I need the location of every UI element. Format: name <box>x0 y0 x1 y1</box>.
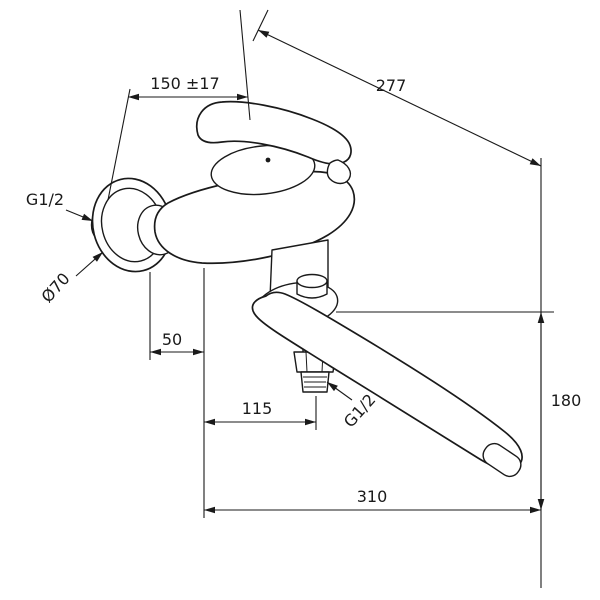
dim-label-spout-reach: 310 <box>357 487 388 506</box>
label-flange-diameter: Ø70 <box>38 269 74 306</box>
dim-label-depth: 277 <box>376 76 407 95</box>
dim-label-offset-small: 50 <box>162 330 182 349</box>
callout-thread-wall: G1/2 <box>26 190 94 222</box>
label-thread-outlet: G1/2 <box>340 390 380 431</box>
diverter-knob <box>296 273 328 299</box>
dimension-height: 180 <box>336 311 582 510</box>
dimension-spout-reach: 310 <box>203 268 541 518</box>
indicator-dot <box>265 157 271 163</box>
dimension-offset-large: 115 <box>204 396 317 430</box>
dimension-depth: 277 <box>252 9 542 167</box>
dim-label-height: 180 <box>551 391 582 410</box>
dim-label-offset-large: 115 <box>242 399 273 418</box>
callout-flange-diameter: Ø70 <box>38 251 104 306</box>
label-thread-wall: G1/2 <box>26 190 64 209</box>
dimension-offset-small: 50 <box>149 272 204 360</box>
faucet-outline <box>90 100 523 478</box>
dim-label-wall-distance: 150 ±17 <box>150 74 219 93</box>
spout-aerator <box>482 442 522 478</box>
dimension-wall-distance: 150 ±17 <box>107 9 251 201</box>
spout-arm <box>251 291 523 471</box>
